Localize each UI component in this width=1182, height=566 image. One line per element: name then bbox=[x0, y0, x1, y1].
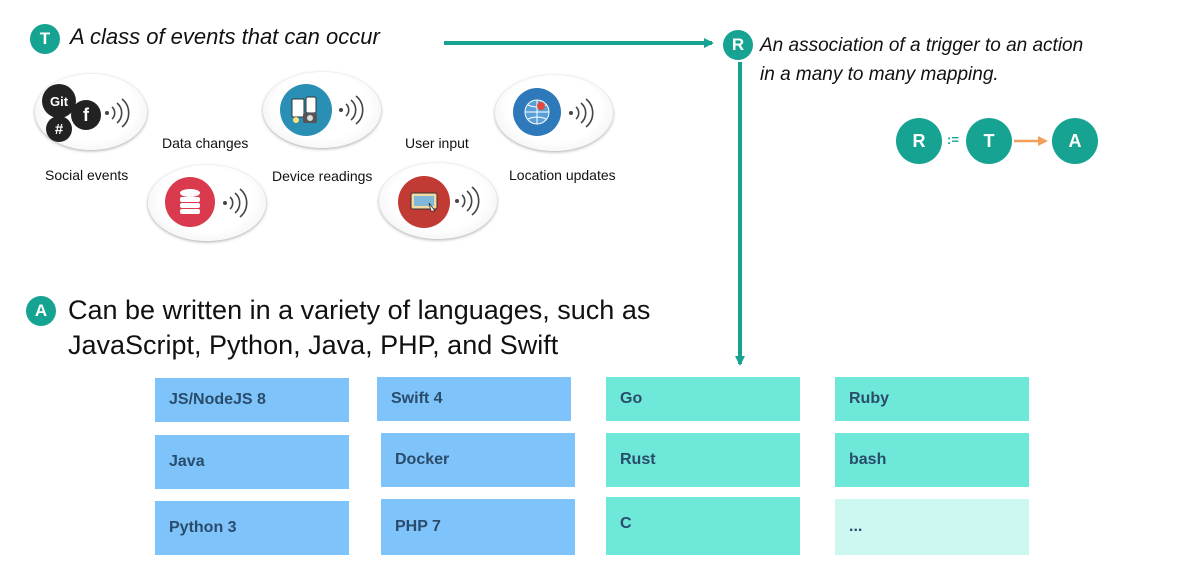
rule-description: An association of a trigger to an action… bbox=[760, 31, 1170, 89]
trigger-badge: T bbox=[30, 24, 60, 54]
facebook-icon: f bbox=[71, 100, 101, 130]
user-input-label: User input bbox=[405, 135, 469, 151]
trigger-description: A class of events that can occur bbox=[70, 24, 380, 49]
signal-waves-icon bbox=[455, 186, 480, 216]
action-line-1: Can be written in a variety of languages… bbox=[68, 295, 651, 325]
device-readings-label: Device readings bbox=[272, 168, 373, 184]
devices-icon bbox=[280, 84, 332, 136]
language-cell: PHP 7 bbox=[381, 499, 575, 555]
rule-line-2: in a many to many mapping. bbox=[760, 64, 999, 85]
social-events-label: Social events bbox=[45, 167, 129, 183]
action-badge: A bbox=[26, 296, 56, 326]
globe-location-icon bbox=[513, 88, 561, 136]
git-icon: Git bbox=[42, 84, 76, 118]
language-cell: Java bbox=[155, 435, 349, 489]
signal-waves-icon bbox=[223, 188, 248, 218]
signal-waves-icon bbox=[339, 95, 364, 125]
formula-rule-circle: R bbox=[896, 118, 942, 164]
rule-line-1: An association of a trigger to an action bbox=[760, 35, 1084, 56]
formula-action-circle: A bbox=[1052, 118, 1098, 164]
language-cell: Docker bbox=[381, 433, 575, 487]
language-cell: C bbox=[606, 497, 800, 555]
action-line-2: JavaScript, Python, Java, PHP, and Swift bbox=[68, 330, 559, 360]
signal-waves-icon bbox=[105, 98, 130, 128]
formula-trigger-circle: T bbox=[966, 118, 1012, 164]
database-icon bbox=[165, 177, 215, 227]
language-cell: Ruby bbox=[835, 377, 1029, 421]
language-cell: Python 3 bbox=[155, 501, 349, 555]
formula-operator: := bbox=[947, 132, 959, 147]
language-cell-more: ... bbox=[835, 499, 1029, 555]
language-cell: bash bbox=[835, 433, 1029, 487]
language-cell: Go bbox=[606, 377, 800, 421]
touch-input-icon bbox=[398, 176, 450, 228]
language-cell: Swift 4 bbox=[377, 377, 571, 421]
language-cell: JS/NodeJS 8 bbox=[155, 378, 349, 422]
hashtag-icon: # bbox=[46, 116, 72, 142]
language-cell: Rust bbox=[606, 433, 800, 487]
action-description: Can be written in a variety of languages… bbox=[68, 293, 708, 363]
location-updates-label: Location updates bbox=[509, 167, 616, 183]
signal-waves-icon bbox=[569, 98, 594, 128]
data-changes-label: Data changes bbox=[162, 135, 249, 151]
rule-badge: R bbox=[723, 30, 753, 60]
